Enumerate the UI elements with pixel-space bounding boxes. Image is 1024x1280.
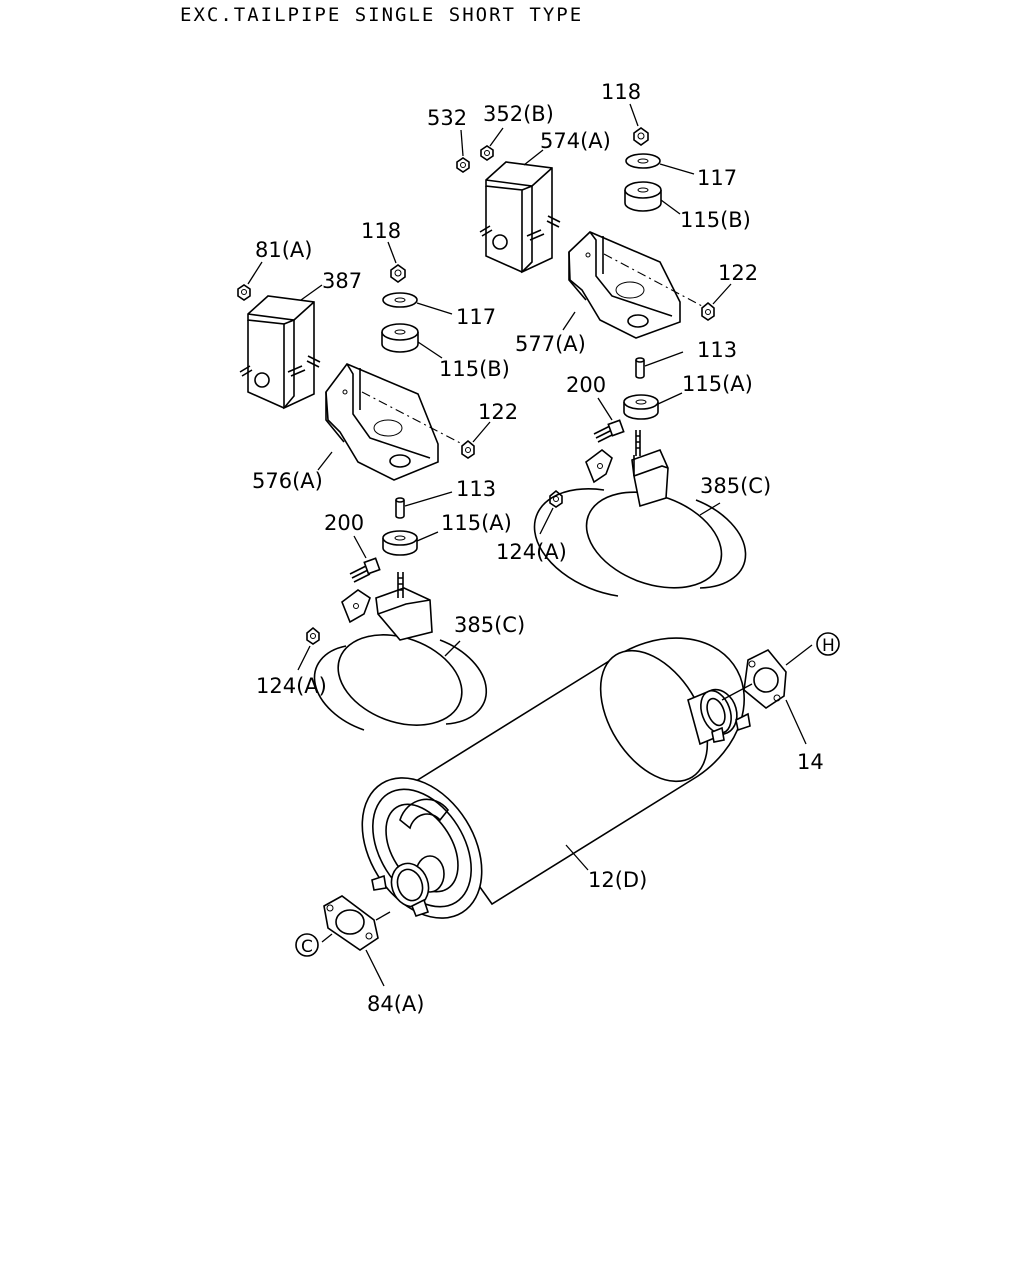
- gasket-84a: [323, 895, 379, 951]
- label-200-left: 200: [324, 511, 364, 535]
- gasket-14: [743, 648, 787, 709]
- label-117-left: 117: [456, 305, 496, 329]
- label-113-right: 113: [697, 338, 737, 362]
- label-200-right: 200: [566, 373, 606, 397]
- bolt-200-left: [349, 557, 381, 583]
- nut-118-right: [633, 127, 649, 146]
- pin-113-right: [635, 357, 645, 379]
- ref-letter-h: H: [822, 636, 835, 656]
- label-115b-left: 115(B): [439, 357, 510, 381]
- nut-81a: [237, 284, 251, 301]
- band-clamp-385c-left: [313, 572, 488, 731]
- nut-118-left: [390, 264, 406, 283]
- label-117-right: 117: [697, 166, 737, 190]
- label-12d: 12(D): [588, 868, 647, 892]
- label-113-left: 113: [456, 477, 496, 501]
- label-385c-left: 385(C): [454, 613, 525, 637]
- ref-circle-h: [816, 632, 840, 656]
- diagram-title: EXC.TAILPIPE SINGLE SHORT TYPE: [180, 4, 584, 26]
- nut-352b: [480, 145, 494, 161]
- rubber-115a-left: [382, 530, 418, 556]
- rubber-115a-right: [623, 394, 659, 420]
- band-clamp-385c-right: [533, 430, 747, 597]
- label-352b: 352(B): [483, 102, 554, 126]
- right-mount-assembly: [456, 103, 747, 597]
- label-124a-left: 124(A): [256, 674, 327, 698]
- support-bracket-577a: [568, 231, 703, 339]
- label-115a-left: 115(A): [441, 511, 512, 535]
- label-574a: 574(A): [540, 129, 611, 153]
- nut-124a-right: [549, 489, 563, 508]
- hanger-bracket-574a: [479, 161, 561, 274]
- label-532: 532: [427, 106, 467, 130]
- washer-117-right: [625, 153, 661, 169]
- nut-532: [456, 157, 470, 173]
- label-385c-right: 385(C): [700, 474, 771, 498]
- rubber-115b-right: [624, 181, 662, 212]
- label-118-left: 118: [361, 219, 401, 243]
- label-122-left: 122: [478, 400, 518, 424]
- label-14: 14: [797, 750, 824, 774]
- label-115a-right: 115(A): [682, 372, 753, 396]
- label-124a-right: 124(A): [496, 540, 567, 564]
- label-576a: 576(A): [252, 469, 323, 493]
- label-81a: 81(A): [255, 238, 312, 262]
- nut-124a-left: [306, 626, 320, 645]
- nut-122-left: [461, 439, 475, 459]
- pin-113-left: [395, 497, 405, 519]
- bolt-200-right: [593, 419, 625, 443]
- label-118-right: 118: [601, 80, 641, 104]
- ref-letter-c: C: [301, 937, 313, 957]
- label-387: 387: [322, 269, 362, 293]
- label-84a: 84(A): [367, 992, 424, 1016]
- label-577a: 577(A): [515, 332, 586, 356]
- rubber-115b-left: [381, 323, 419, 353]
- label-122-right: 122: [718, 261, 758, 285]
- muffler-12d: [361, 637, 751, 919]
- washer-117-left: [382, 292, 418, 308]
- hanger-bracket-387: [239, 295, 321, 410]
- ref-circle-c: [295, 933, 319, 957]
- nut-122-right: [701, 301, 715, 321]
- label-115b-right: 115(B): [680, 208, 751, 232]
- left-mount-assembly: [237, 241, 491, 731]
- support-bracket-576a: [325, 363, 467, 481]
